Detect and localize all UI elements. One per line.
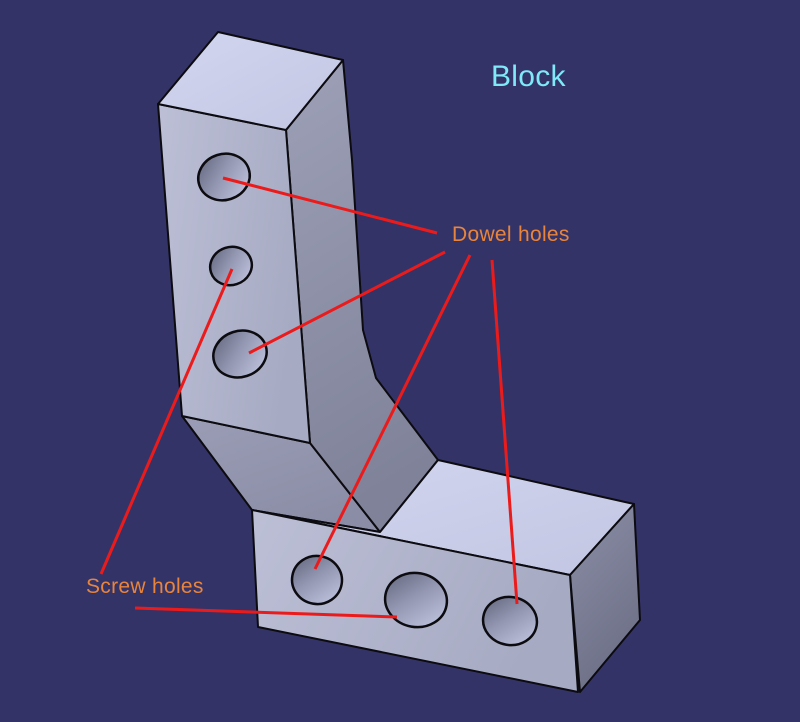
- screw-holes-label[interactable]: Screw holes: [86, 575, 204, 598]
- annotation-leader-lines: [99, 176, 519, 619]
- dowel-holes-label[interactable]: Dowel holes: [452, 223, 570, 246]
- arm-top-face[interactable]: [157, 31, 344, 131]
- leader-screw-to-base-middle-hole: [134, 606, 398, 619]
- leader-dowel-to-base-right-hole: [490, 259, 519, 605]
- base-hole-middle[interactable]: [381, 568, 451, 632]
- leader-screw-to-arm-middle-hole: [99, 268, 234, 575]
- leader-dowel-to-base-left-hole: [313, 254, 472, 570]
- arm-right-face[interactable]: [285, 59, 439, 533]
- model-title-label[interactable]: Block: [491, 60, 566, 93]
- model-holes[interactable]: [192, 147, 541, 649]
- arm-screw-hole-middle[interactable]: [205, 241, 257, 290]
- base-right-face[interactable]: [569, 503, 641, 693]
- leader-dowel-to-arm-top-hole: [222, 176, 438, 235]
- base-hole-right[interactable]: [479, 593, 541, 650]
- leader-dowel-to-arm-bottom-hole: [248, 250, 446, 355]
